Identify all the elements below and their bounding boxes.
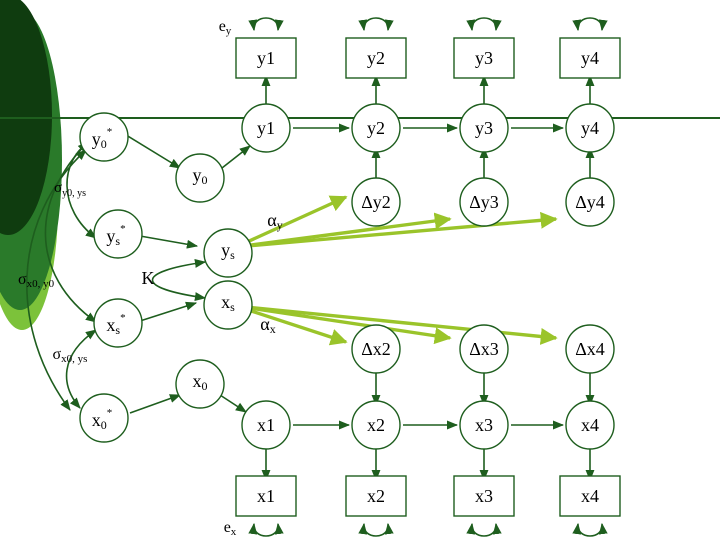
dy-label-2: Δy2 [361, 192, 391, 212]
x-latent-label-1: x1 [257, 415, 275, 435]
variance-loop-x2-observed [358, 522, 394, 537]
edge-k-covariance [152, 258, 207, 302]
y0-label: y0 [193, 165, 208, 187]
alpha-x-label: αx [260, 314, 275, 336]
x-observed-box-2 [345, 475, 407, 517]
x-observed-box-4 [559, 475, 621, 517]
dy-circle-4 [565, 177, 615, 227]
dx-label-4: Δx4 [575, 339, 605, 359]
cov-label-y0-ys: σy0, ys [54, 180, 86, 199]
y-observed-label-2: y2 [367, 48, 385, 68]
y-latent-label-1: y1 [257, 118, 275, 138]
y-latent-label-3: y3 [475, 118, 493, 138]
variance-loop-x4-observed [572, 522, 608, 537]
edge-xs-to-dx3 [235, 304, 452, 345]
edge-ys-to-dy2 [235, 195, 348, 249]
y-latent-circle-2 [351, 103, 401, 153]
xs-star-circle [93, 298, 143, 348]
edge-cov-outer [26, 149, 87, 411]
ys-star-label: ys* [106, 223, 125, 248]
y-observed-box-3 [453, 37, 515, 79]
xs-star-label: xs* [106, 312, 125, 337]
y0-star-label: y0* [92, 126, 113, 151]
dx-circle-3 [459, 324, 509, 374]
xs-circle [203, 280, 253, 330]
variance-loop-x3-observed [466, 522, 502, 537]
x0-label: x0 [193, 371, 208, 393]
y-latent-circle-1 [241, 103, 291, 153]
x0-star-circle [79, 393, 129, 443]
edge-ys-to-dy4 [235, 211, 558, 249]
dy-label-4: Δy4 [575, 192, 605, 212]
dy-label-3: Δy3 [469, 192, 499, 212]
dx-circle-2 [351, 324, 401, 374]
y-observed-box-4 [559, 37, 621, 79]
ys-star-circle [93, 209, 143, 259]
cov-label-x0-y0: σx0, y0 [18, 271, 55, 291]
y-observed-label-4: y4 [581, 48, 599, 68]
y-latent-circle-3 [459, 103, 509, 153]
variance-loop-x1-observed [248, 522, 284, 537]
ys-label: ys [221, 240, 235, 262]
y0-circle [175, 153, 225, 203]
alpha-y-label: αy [267, 210, 282, 232]
k-label: K [142, 268, 155, 288]
dx-circle-4 [565, 324, 615, 374]
variance-loop-y4-observed [572, 17, 608, 32]
variance-loop-y1-observed [248, 17, 284, 32]
y-observed-label-3: y3 [475, 48, 493, 68]
x-observed-box-1 [235, 475, 297, 517]
dx-label-3: Δx3 [469, 339, 499, 359]
x-latent-circle-4 [565, 400, 615, 450]
edge-ysstar-to-ys [139, 235, 199, 249]
y-latent-label-2: y2 [367, 118, 385, 138]
x-observed-label-4: x4 [581, 486, 599, 506]
x-observed-label-2: x2 [367, 486, 385, 506]
edge-x0star-to-x0 [129, 394, 182, 414]
y0-star-circle [79, 112, 129, 162]
x-latent-circle-1 [241, 400, 291, 450]
edge-xs-to-dx2 [235, 304, 348, 346]
y-latent-circle-4 [565, 103, 615, 153]
dx-label-2: Δx2 [361, 339, 391, 359]
edge-xsstar-to-xs [139, 301, 198, 322]
y-observed-box-1 [235, 37, 297, 79]
x-observed-label-3: x3 [475, 486, 493, 506]
error-label-ey: ey [219, 18, 232, 38]
x-observed-label-1: x1 [257, 486, 275, 506]
xs-label: xs [221, 292, 235, 314]
x-latent-label-3: x3 [475, 415, 493, 435]
edge-y0-to-y1 [221, 145, 251, 169]
x0-circle [175, 359, 225, 409]
dy-circle-3 [459, 177, 509, 227]
x-latent-label-4: x4 [581, 415, 599, 435]
x-latent-circle-2 [351, 400, 401, 450]
variance-loop-y2-observed [358, 17, 394, 32]
x-observed-box-3 [453, 475, 515, 517]
y-observed-label-1: y1 [257, 48, 275, 68]
dy-circle-2 [351, 177, 401, 227]
x0-star-label: x0* [92, 407, 113, 432]
y-observed-box-2 [345, 37, 407, 79]
y-latent-label-4: y4 [581, 118, 599, 138]
ys-circle [203, 228, 253, 278]
edge-x0-to-x1 [219, 394, 247, 413]
error-label-ex: ex [224, 519, 237, 539]
edge-xs-to-dx4 [235, 304, 558, 345]
edges-layer [26, 17, 608, 537]
variance-loop-y3-observed [466, 17, 502, 32]
edge-cov-x0-ys [65, 329, 97, 409]
cov-label-x0-ys: σx0, ys [53, 346, 88, 366]
edge-y0star-to-y0 [125, 134, 181, 169]
x-latent-label-2: x2 [367, 415, 385, 435]
x-latent-circle-3 [459, 400, 509, 450]
